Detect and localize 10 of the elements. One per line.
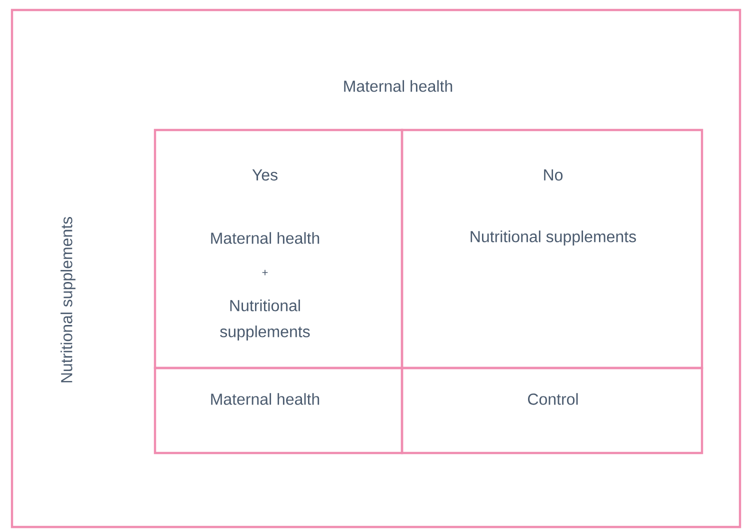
cell-heading: No (544, 169, 563, 181)
plus-sign: + (262, 270, 268, 276)
cell-text: Nutritional supplements (220, 300, 310, 340)
cell-text: Nutritional supplements (470, 230, 636, 246)
cell-heading: Yes (252, 169, 278, 181)
cell-text: Maternal health (211, 232, 320, 244)
cell-text: Control (528, 393, 578, 405)
cell-text: Maternal health (211, 393, 320, 405)
axis-label: Nutritional supplements (60, 217, 76, 382)
heading: Maternal health (344, 80, 452, 92)
